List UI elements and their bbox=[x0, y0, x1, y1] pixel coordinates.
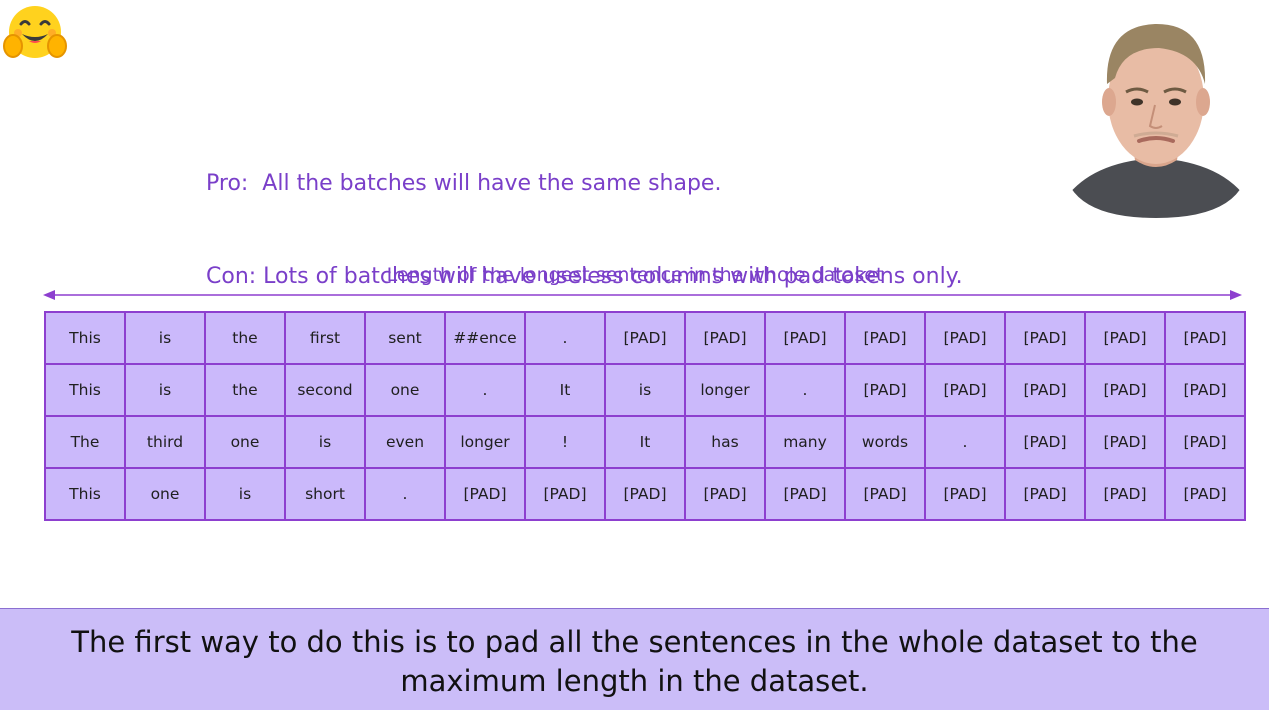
token-cell: [PAD] bbox=[844, 467, 926, 521]
token-cell: [PAD] bbox=[1084, 311, 1166, 365]
pro-line: Pro: All the batches will have the same … bbox=[206, 171, 722, 196]
token-cell: [PAD] bbox=[1164, 311, 1246, 365]
token-cell: [PAD] bbox=[764, 311, 846, 365]
token-cell: [PAD] bbox=[684, 467, 766, 521]
token-cell: [PAD] bbox=[844, 363, 926, 417]
token-cell: longer bbox=[444, 415, 526, 469]
token-cell: [PAD] bbox=[604, 467, 686, 521]
token-cell: one bbox=[204, 415, 286, 469]
token-cell: even bbox=[364, 415, 446, 469]
token-cell: one bbox=[364, 363, 446, 417]
token-cell: . bbox=[524, 311, 606, 365]
token-cell: This bbox=[44, 363, 126, 417]
token-cell: first bbox=[284, 311, 366, 365]
token-cell: [PAD] bbox=[1084, 363, 1166, 417]
token-cell: [PAD] bbox=[924, 311, 1006, 365]
double-arrow-icon bbox=[40, 286, 1245, 304]
token-cell: is bbox=[124, 363, 206, 417]
token-cell: is bbox=[124, 311, 206, 365]
token-cell: the bbox=[204, 363, 286, 417]
token-cell: [PAD] bbox=[1004, 467, 1086, 521]
token-cell: [PAD] bbox=[1084, 467, 1166, 521]
token-cell: [PAD] bbox=[1164, 415, 1246, 469]
token-cell: It bbox=[524, 363, 606, 417]
pros-cons-text: Pro: All the batches will have the same … bbox=[206, 106, 963, 323]
token-cell: [PAD] bbox=[1004, 363, 1086, 417]
token-cell: . bbox=[364, 467, 446, 521]
token-cell: [PAD] bbox=[764, 467, 846, 521]
token-cell: third bbox=[124, 415, 206, 469]
token-cell: longer bbox=[684, 363, 766, 417]
token-cell: sent bbox=[364, 311, 446, 365]
token-cell: second bbox=[284, 363, 366, 417]
token-cell: [PAD] bbox=[924, 467, 1006, 521]
token-cell: is bbox=[204, 467, 286, 521]
token-cell: . bbox=[444, 363, 526, 417]
token-cell: ! bbox=[524, 415, 606, 469]
token-cell: This bbox=[44, 311, 126, 365]
token-cell: The bbox=[44, 415, 126, 469]
token-cell: [PAD] bbox=[1164, 363, 1246, 417]
token-cell: [PAD] bbox=[1004, 415, 1086, 469]
token-cell: [PAD] bbox=[1164, 467, 1246, 521]
token-cell: many bbox=[764, 415, 846, 469]
token-cell: is bbox=[284, 415, 366, 469]
token-cell: [PAD] bbox=[444, 467, 526, 521]
token-cell: short bbox=[284, 467, 366, 521]
token-cell: . bbox=[924, 415, 1006, 469]
token-cell: [PAD] bbox=[1084, 415, 1166, 469]
token-cell: [PAD] bbox=[1004, 311, 1086, 365]
token-cell: . bbox=[764, 363, 846, 417]
token-cell: It bbox=[604, 415, 686, 469]
token-cell: [PAD] bbox=[924, 363, 1006, 417]
token-cell: is bbox=[604, 363, 686, 417]
token-cell: This bbox=[44, 467, 126, 521]
token-cell: has bbox=[684, 415, 766, 469]
token-cell: the bbox=[204, 311, 286, 365]
token-cell: one bbox=[124, 467, 206, 521]
token-cell: ##ence bbox=[444, 311, 526, 365]
token-cell: [PAD] bbox=[524, 467, 606, 521]
con-line: Con: Lots of batches will have useless c… bbox=[206, 264, 963, 289]
caption-text: The first way to do this is to pad all t… bbox=[71, 625, 1198, 698]
hugging-face-logo-icon bbox=[2, 2, 68, 64]
presenter-video bbox=[1063, 8, 1249, 218]
token-cell: [PAD] bbox=[844, 311, 926, 365]
token-cell: [PAD] bbox=[684, 311, 766, 365]
length-label: Length of the longest sentence in the wh… bbox=[386, 264, 884, 286]
token-cell: [PAD] bbox=[604, 311, 686, 365]
token-cell: words bbox=[844, 415, 926, 469]
caption-bar: The first way to do this is to pad all t… bbox=[0, 608, 1269, 710]
